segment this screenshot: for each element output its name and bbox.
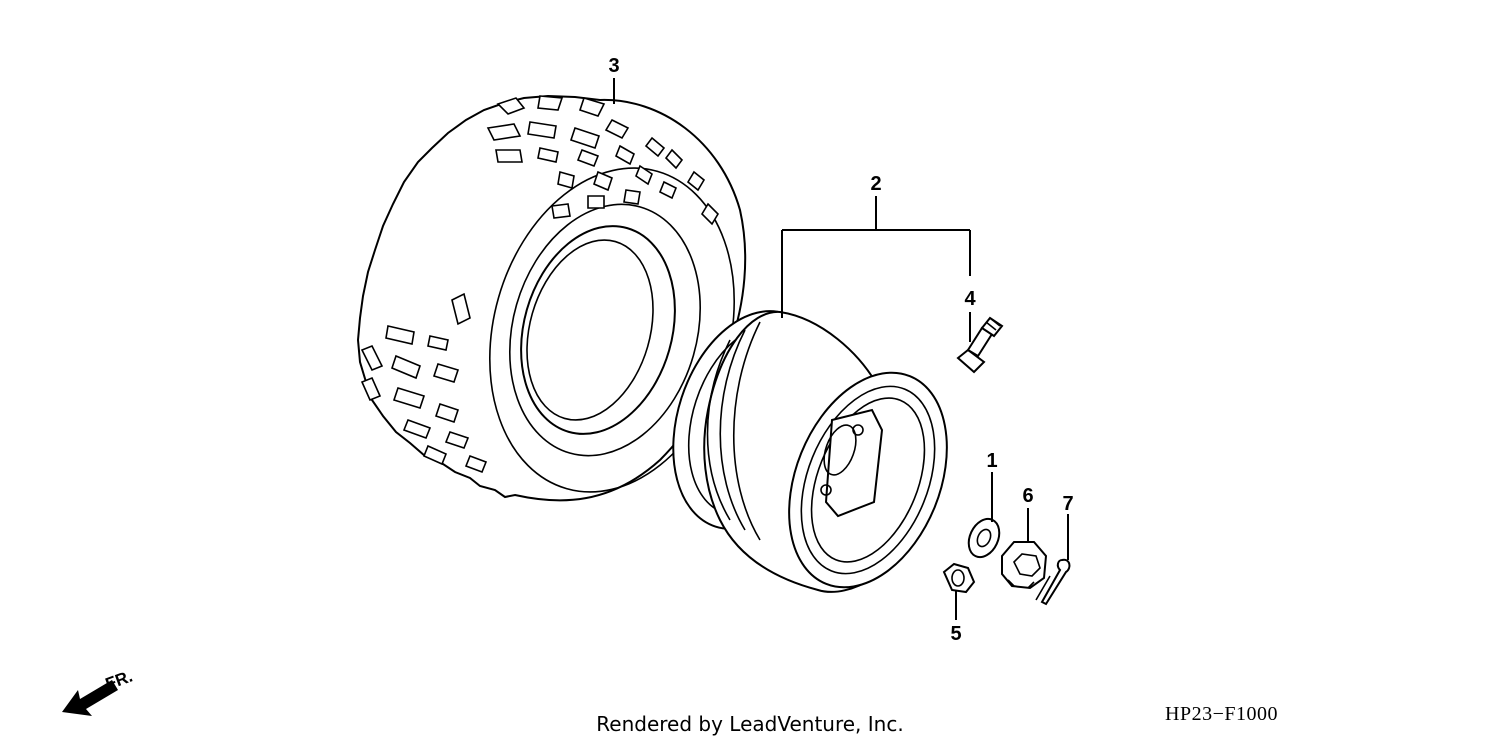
- leader-2: [781, 196, 971, 318]
- valve-stem[interactable]: [956, 316, 1004, 374]
- direction-label: FR.: [103, 667, 135, 694]
- callout-2: 2: [870, 173, 881, 195]
- cotter-pin[interactable]: [1035, 558, 1071, 606]
- tire[interactable]: [356, 94, 771, 521]
- castle-nut[interactable]: [1001, 541, 1048, 590]
- callout-4: 4: [964, 288, 976, 310]
- rim[interactable]: [647, 291, 977, 611]
- callout-6: 6: [1022, 485, 1033, 507]
- washer[interactable]: [963, 514, 1005, 562]
- callout-7: 7: [1062, 493, 1073, 515]
- callout-3: 3: [608, 55, 619, 77]
- arrow-front-icon: FR.: [62, 667, 135, 716]
- callout-1: 1: [986, 450, 997, 472]
- diagram-code: HP23−F1000: [1165, 703, 1278, 725]
- nut[interactable]: [942, 562, 976, 594]
- footer-credit: Rendered by LeadVenture, Inc.: [596, 712, 904, 736]
- callout-5: 5: [950, 623, 961, 645]
